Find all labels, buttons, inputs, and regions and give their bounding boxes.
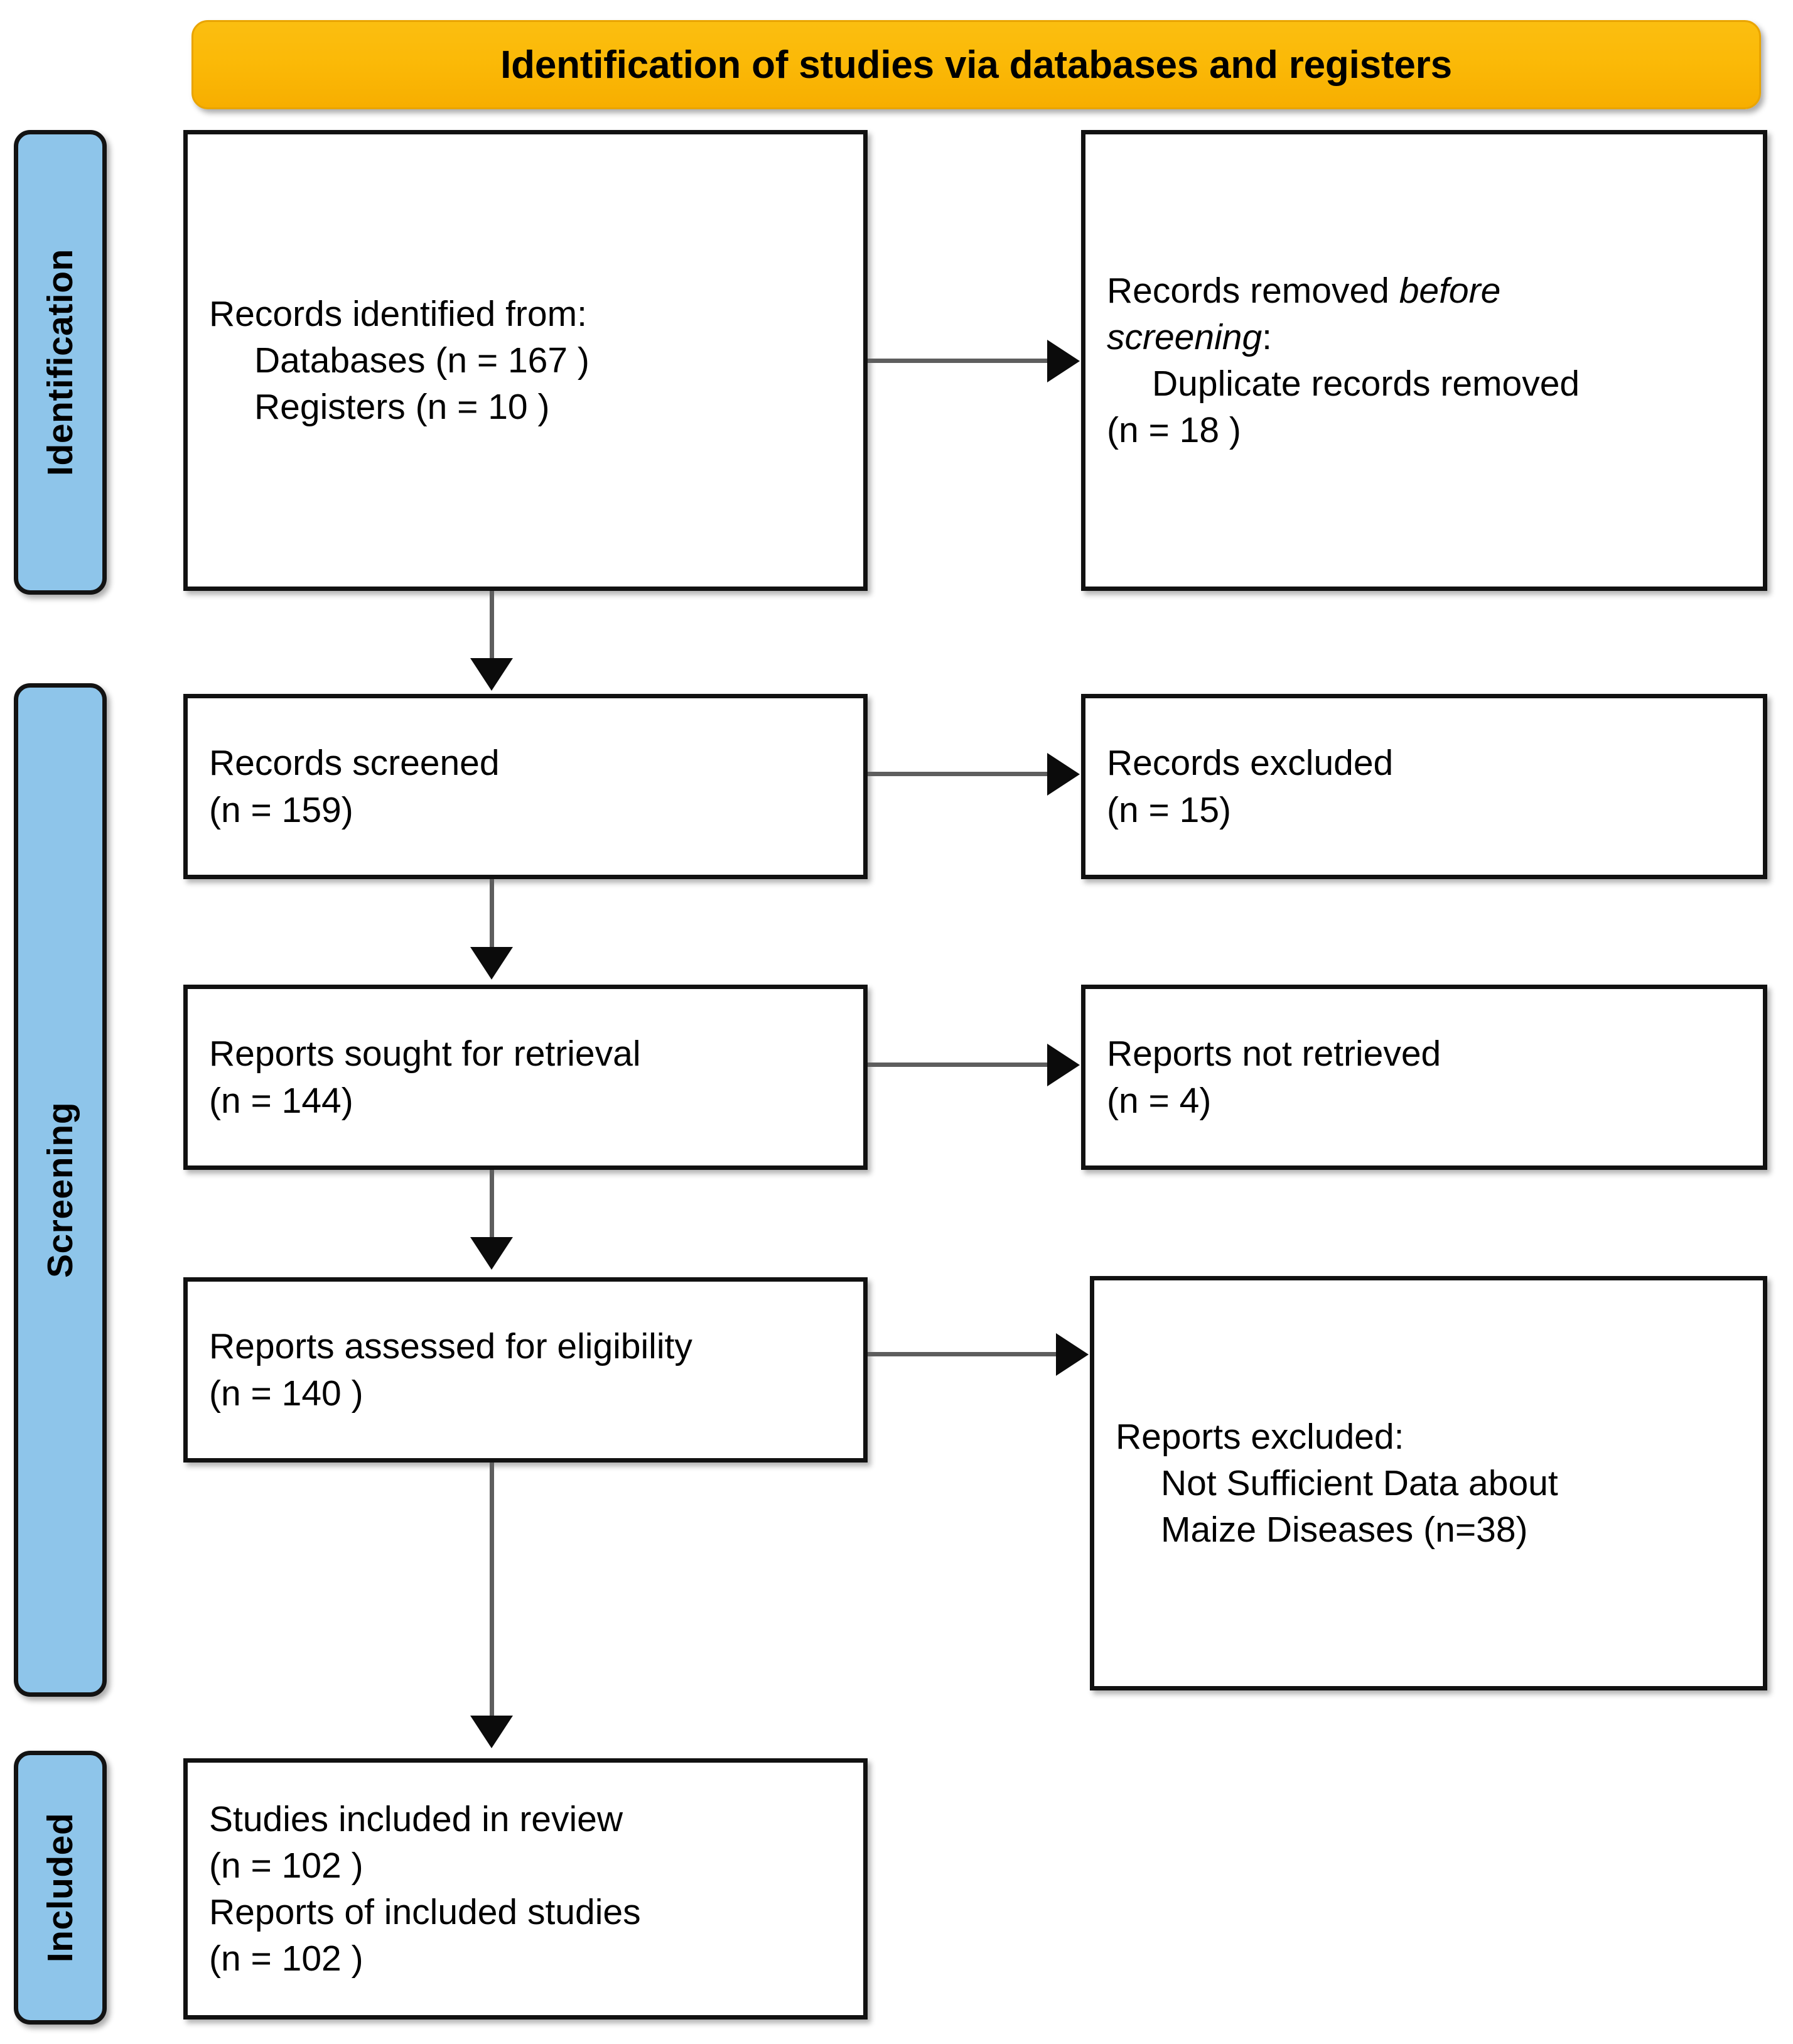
node-records-excluded: Records excluded (n = 15) <box>1081 694 1767 879</box>
records-removed-line-2-plain: : <box>1262 316 1272 357</box>
studies-included-line-2: (n = 102 ) <box>209 1845 363 1886</box>
page-title: Identification of studies via databases … <box>500 43 1452 87</box>
arrow-stem <box>490 1463 494 1717</box>
node-records-removed: Records removed before screening: Duplic… <box>1081 130 1767 591</box>
arrow-stem <box>490 879 494 948</box>
reports-excluded-line-2: Not Sufficient Data about <box>1161 1463 1558 1503</box>
arrow-stem <box>490 591 494 660</box>
node-reports-not-retrieved-text: Reports not retrieved (n = 4) <box>1085 1030 1763 1123</box>
arrow-stem <box>868 1352 1057 1356</box>
arrow-head-icon <box>1047 753 1080 796</box>
node-records-removed-text: Records removed before screening: Duplic… <box>1085 268 1763 453</box>
node-reports-sought: Reports sought for retrieval (n = 144) <box>183 985 868 1170</box>
diagram-header-banner: Identification of studies via databases … <box>191 20 1761 109</box>
records-removed-line-1-plain: Records removed <box>1107 270 1399 311</box>
node-reports-excluded: Reports excluded: Not Sufficient Data ab… <box>1090 1276 1767 1690</box>
node-records-identified-text: Records identified from: Databases (n = … <box>188 291 863 430</box>
arrow-head-icon <box>1056 1333 1089 1376</box>
node-reports-assessed-text: Reports assessed for eligibility (n = 14… <box>188 1323 863 1416</box>
node-studies-included-text: Studies included in review (n = 102 ) Re… <box>188 1796 863 1982</box>
stage-bar-included: Included <box>14 1751 107 2025</box>
records-removed-line-2-italic: screening <box>1107 316 1263 357</box>
stage-label-screening: Screening <box>40 1101 80 1279</box>
records-removed-line-1: Records removed before <box>1107 268 1742 314</box>
arrow-head-icon <box>1047 1044 1080 1086</box>
node-records-screened-text: Records screened (n = 159) <box>188 740 863 833</box>
stage-label-included: Included <box>40 1812 81 1963</box>
records-removed-line-4: (n = 18 ) <box>1107 410 1241 451</box>
node-records-identified: Records identified from: Databases (n = … <box>183 130 868 591</box>
records-identified-line-1: Records identified from: <box>209 293 587 334</box>
node-studies-included: Studies included in review (n = 102 ) Re… <box>183 1758 868 2020</box>
node-records-screened: Records screened (n = 159) <box>183 694 868 879</box>
records-excluded-line-1: Records excluded <box>1107 743 1394 784</box>
node-reports-assessed: Reports assessed for eligibility (n = 14… <box>183 1277 868 1463</box>
reports-not-retrieved-line-1: Reports not retrieved <box>1107 1034 1441 1074</box>
studies-included-line-1: Studies included in review <box>209 1798 623 1839</box>
studies-included-line-4: (n = 102 ) <box>209 1939 363 1979</box>
reports-assessed-line-1: Reports assessed for eligibility <box>209 1326 692 1367</box>
reports-sought-line-1: Reports sought for retrieval <box>209 1034 641 1074</box>
arrow-head-icon <box>470 1237 513 1270</box>
records-removed-line-3: Duplicate records removed <box>1152 364 1580 404</box>
node-records-excluded-text: Records excluded (n = 15) <box>1085 740 1763 833</box>
arrow-head-icon <box>470 1716 513 1748</box>
node-reports-excluded-text: Reports excluded: Not Sufficient Data ab… <box>1094 1414 1763 1553</box>
records-identified-line-2: Databases (n = 167 ) <box>254 340 590 381</box>
reports-sought-line-2: (n = 144) <box>209 1080 353 1121</box>
node-reports-not-retrieved: Reports not retrieved (n = 4) <box>1081 985 1767 1170</box>
reports-not-retrieved-line-2: (n = 4) <box>1107 1080 1212 1121</box>
arrow-head-icon <box>470 658 513 691</box>
reports-excluded-line-1: Reports excluded: <box>1116 1416 1404 1457</box>
reports-excluded-line-3: Maize Diseases (n=38) <box>1161 1510 1528 1550</box>
arrow-head-icon <box>470 947 513 980</box>
records-identified-line-3: Registers (n = 10 ) <box>254 387 550 428</box>
stage-bar-identification: Identification <box>14 130 107 595</box>
stage-label-identification: Identification <box>40 249 81 476</box>
arrow-stem <box>868 772 1048 776</box>
arrow-stem <box>868 1063 1048 1067</box>
records-excluded-line-2: (n = 15) <box>1107 789 1232 830</box>
arrow-stem <box>490 1170 494 1239</box>
reports-assessed-line-2: (n = 140 ) <box>209 1373 363 1414</box>
records-screened-line-1: Records screened <box>209 743 500 784</box>
studies-included-line-3: Reports of included studies <box>209 1892 641 1932</box>
records-removed-line-1-italic: before <box>1399 270 1501 311</box>
node-reports-sought-text: Reports sought for retrieval (n = 144) <box>188 1030 863 1123</box>
arrow-head-icon <box>1047 340 1080 382</box>
arrow-stem <box>868 359 1048 363</box>
stage-bar-screening: Screening <box>14 683 107 1697</box>
records-removed-line-2: screening: <box>1107 314 1742 360</box>
records-screened-line-2: (n = 159) <box>209 789 353 830</box>
